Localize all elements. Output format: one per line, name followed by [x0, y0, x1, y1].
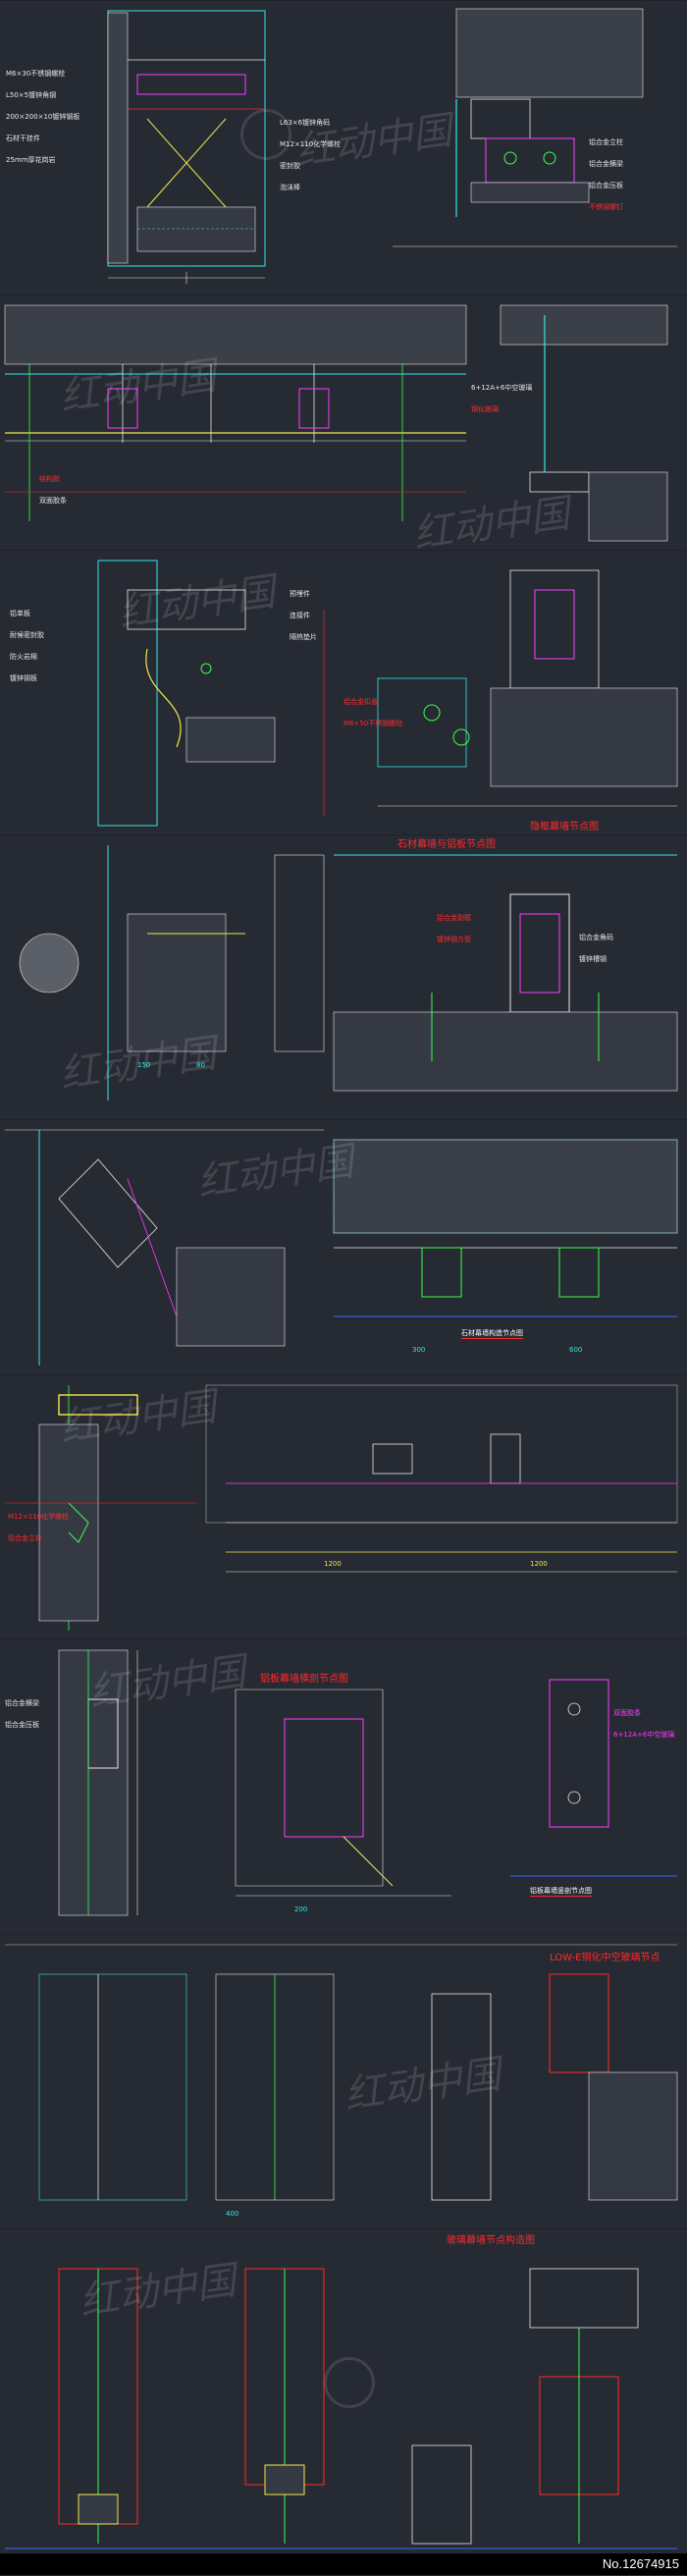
label-a30: 镀锌槽钢 — [579, 955, 607, 963]
label-a26: M6×50不锈钢螺栓 — [344, 720, 403, 727]
panel-curtain-wall-sections: 铝板幕墙横剖节点图 铝合金横梁 铝合金压板 双面胶条 6+12A+6中空玻璃 铝… — [0, 1639, 687, 1935]
dim-d4: 1200 — [324, 1560, 342, 1568]
title-t4: 铝板幕墙横剖节点图 — [260, 1674, 348, 1685]
label-a19: 耐候密封胶 — [10, 631, 44, 639]
label-a22: 预埋件 — [290, 590, 310, 598]
watermark-ring — [240, 109, 291, 160]
label-a8: 密封胶 — [280, 162, 300, 170]
dim-d6: 200 — [294, 1905, 308, 1913]
title-t6: LOW-E钢化中空玻璃节点 — [550, 1953, 661, 1963]
title-t3: 石材幕墙构造节点图 — [461, 1329, 523, 1339]
label-a9: 泡沫棒 — [280, 184, 300, 191]
dim-d2: 300 — [412, 1346, 426, 1354]
title-t1: 隐框幕墙节点图 — [530, 822, 599, 832]
label-a27: 铝合金副框 — [437, 914, 471, 922]
drawing-top-details — [107, 8, 677, 284]
panel-horizontal-section: 结构胶 双面胶条 6+12A+6中空玻璃 钢化玻璃 红动中国 红动中国 — [0, 295, 687, 558]
panel-stone-curtain: 石材幕墙与铝板节点图 铝合金副框 镀锌钢方管 铝合金角码 镀锌槽钢 150 80… — [0, 834, 687, 1120]
image-id-label: No.12674915 — [602, 2556, 679, 2571]
label-a1: M6×30不锈钢螺栓 — [6, 70, 66, 78]
label-a6: L63×6镀锌角码 — [280, 119, 331, 127]
drawing-aluminum-sections — [5, 1129, 678, 1366]
label-a14: 结构胶 — [39, 475, 60, 483]
label-a25: 铝合金扣盖 — [344, 698, 378, 706]
dim-d7: 400 — [226, 2210, 239, 2218]
label-a29: 铝合金角码 — [579, 934, 613, 941]
label-a24: 隔热垫片 — [290, 633, 317, 641]
drawing-curtain-wall-sections — [58, 1649, 677, 1916]
label-a18: 铝单板 — [10, 610, 30, 617]
drawing-bottom-sections — [5, 1944, 678, 2201]
label-a23: 连接件 — [290, 612, 310, 619]
drawing-glass-bottom — [5, 2268, 677, 2549]
dim-d4-b: 1200 — [530, 1560, 548, 1568]
label-a10: 铝合金立柱 — [589, 138, 623, 146]
title-t7: 玻璃幕墙节点构造图 — [447, 2235, 535, 2246]
watermark-ring-2 — [324, 2357, 375, 2408]
panel-bottom-sections: LOW-E钢化中空玻璃节点 400 红动中国 — [0, 1934, 687, 2229]
label-a21: 镀锌钢板 — [10, 674, 37, 682]
drawing-horizontal-section — [4, 304, 668, 542]
title-t2: 石材幕墙与铝板节点图 — [397, 839, 496, 850]
label-a12: 铝合金压板 — [589, 182, 623, 189]
label-a28: 镀锌钢方管 — [437, 936, 471, 943]
label-a11-c: 铝合金横梁 — [5, 1699, 39, 1707]
dim-d1: 150 — [137, 1061, 151, 1069]
label-a10-b: 铝合金立柱 — [8, 1534, 42, 1542]
label-a16: 6+12A+6中空玻璃 — [471, 384, 533, 392]
label-a7: M12×110化学螺栓 — [280, 140, 342, 148]
dim-d3: 600 — [569, 1346, 583, 1354]
label-a15-c: 双面胶条 — [613, 1709, 641, 1717]
label-a12-c: 铝合金压板 — [5, 1721, 39, 1729]
label-a5: 25mm厚花岗岩 — [6, 156, 56, 164]
label-a2: L50×5镀锌角钢 — [6, 91, 57, 99]
id-bar — [0, 2553, 687, 2575]
label-a17: 钢化玻璃 — [471, 405, 499, 413]
drawing-stone-curtain — [19, 845, 678, 1100]
label-a20: 防火岩棉 — [10, 653, 37, 661]
panel-mullion-details: 铝单板 耐候密封胶 防火岩棉 镀锌钢板 预埋件 连接件 隔热垫片 铝合金扣盖 M… — [0, 550, 687, 835]
label-a4: 石材干挂件 — [6, 134, 40, 142]
panel-glass-bottom: 玻璃幕墙节点构造图 红动中国 — [0, 2228, 687, 2576]
panel-glass-details: M12×110化学螺栓 铝合金立柱 1200 1200 红动中国 — [0, 1374, 687, 1640]
title-t5: 铝板幕墙竖剖节点图 — [530, 1887, 592, 1897]
label-a16-c: 6+12A+6中空玻璃 — [613, 1731, 675, 1739]
panel-top-details: M6×30不锈钢螺栓 L50×5镀锌角钢 200×200×10镀锌钢板 石材干挂… — [0, 0, 687, 295]
dim-d5: 80 — [196, 1061, 205, 1069]
panel-aluminum-sections: 石材幕墙构造节点图 300 600 红动中国 — [0, 1119, 687, 1375]
drawing-mullion-details — [97, 560, 678, 827]
label-a13: 不锈钢螺钉 — [589, 203, 623, 211]
label-a15: 双面胶条 — [39, 497, 67, 505]
label-a11: 铝合金横梁 — [589, 160, 623, 168]
label-a3: 200×200×10镀锌钢板 — [6, 113, 80, 121]
drawing-glass-details — [5, 1384, 678, 1631]
label-a7-b: M12×110化学螺栓 — [8, 1513, 70, 1521]
